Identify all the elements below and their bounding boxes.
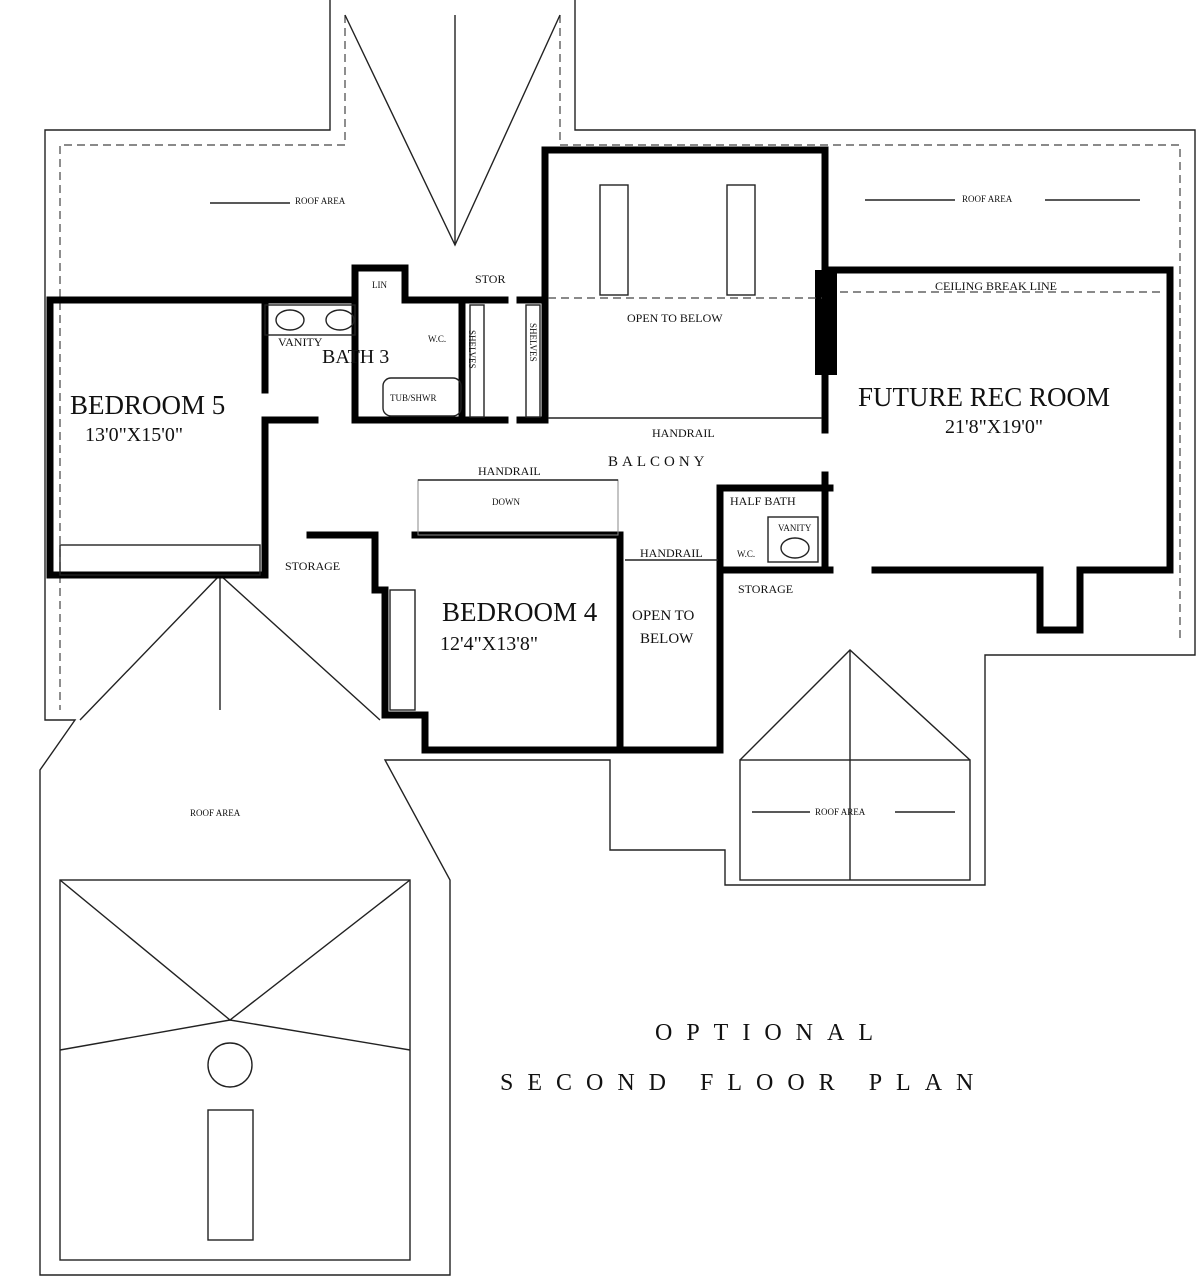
handrail-label: HANDRAIL: [640, 546, 703, 560]
below-label: BELOW: [640, 631, 694, 647]
wc-label: W.C.: [737, 549, 755, 559]
balcony-label: BALCONY: [608, 454, 709, 470]
storage-label: STORAGE: [285, 559, 340, 573]
fixtures: [59, 184, 1165, 711]
rec-room-dimensions: 21'8"X19'0": [945, 416, 1043, 438]
half-bath-label: HALF BATH: [730, 494, 796, 508]
bedroom-4-dimensions: 12'4"X13'8": [440, 633, 538, 655]
vanity-label: VANITY: [278, 335, 323, 349]
vanity-label: VANITY: [778, 523, 812, 533]
roof-area-label: ROOF AREA: [295, 196, 346, 206]
roof-area-label: ROOF AREA: [962, 194, 1013, 204]
tub-shower-label: TUB/SHWR: [390, 393, 437, 403]
stor-label: STOR: [475, 272, 505, 286]
handrail-label: HANDRAIL: [478, 464, 541, 478]
stair-down-label: DOWN: [492, 497, 520, 507]
octagon-cupola-icon: [207, 1042, 253, 1088]
roof-outline: [39, 0, 1196, 1276]
open-to-label: OPEN TO: [632, 608, 695, 624]
shelves-label: SHELVES: [467, 330, 477, 369]
bedroom-5-label: BEDROOM 5: [70, 390, 225, 420]
lin-label: LIN: [372, 280, 387, 290]
bath-3-label: BATH 3: [322, 346, 389, 368]
roof-area-label: ROOF AREA: [815, 807, 866, 817]
bedroom-4-label: BEDROOM 4: [442, 597, 598, 627]
walls: [46, 146, 1174, 754]
open-to-below-label: OPEN TO BELOW: [627, 311, 723, 325]
handrail-label: HANDRAIL: [652, 426, 715, 440]
ceiling-break-line-label: CEILING BREAK LINE: [935, 279, 1057, 293]
skylight: [207, 1109, 254, 1241]
roof-area-label: ROOF AREA: [190, 808, 241, 818]
plan-title-line-2: SECOND FLOOR PLAN: [500, 1070, 987, 1096]
plan-title-line-1: OPTIONAL: [655, 1020, 887, 1046]
rec-room-label: FUTURE REC ROOM: [858, 382, 1110, 412]
bedroom-5-dimensions: 13'0"X15'0": [85, 424, 183, 446]
storage-label: STORAGE: [738, 582, 793, 596]
shelves-label: SHELVES: [528, 323, 538, 362]
wc-label: W.C.: [428, 334, 446, 344]
